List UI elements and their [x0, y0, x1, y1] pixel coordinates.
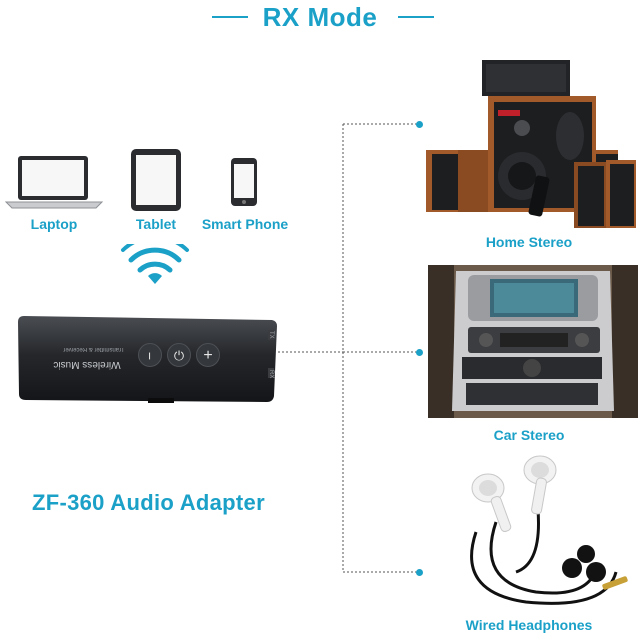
home-stereo-image	[424, 58, 638, 230]
connector-dot-headphones	[416, 569, 423, 576]
power-icon: ⏻	[173, 348, 185, 363]
headphones-image	[436, 452, 638, 612]
minus-button[interactable]: −	[138, 343, 162, 367]
header: RX Mode	[0, 0, 640, 34]
adapter-side-tx: TX	[268, 331, 274, 339]
header-line-left	[212, 16, 248, 18]
smartphone-icon	[230, 157, 258, 207]
connector-dot-car	[416, 349, 423, 356]
output-label-car-stereo: Car Stereo	[493, 427, 565, 443]
output-label-wired-headphones: Wired Headphones	[465, 617, 593, 633]
source-label-laptop: Laptop	[30, 216, 78, 232]
minus-icon: −	[142, 351, 158, 361]
plus-icon: +	[203, 347, 213, 364]
product-name: ZF-360 Audio Adapter	[32, 490, 265, 515]
source-label-tablet: Tablet	[135, 216, 177, 232]
adapter-print-main: Wireless Music	[53, 359, 121, 370]
power-button[interactable]: ⏻	[167, 343, 191, 367]
adapter-print-sub: Transmitter & Receiver	[63, 346, 125, 352]
source-label-smartphone: Smart Phone	[201, 216, 289, 232]
car-stereo-image	[428, 265, 638, 418]
header-line-right	[398, 16, 434, 18]
laptop-icon	[4, 154, 104, 210]
page-title: RX Mode	[262, 2, 378, 32]
adapter-side-rx: RX	[268, 370, 274, 379]
output-label-home-stereo: Home Stereo	[485, 234, 573, 250]
plus-button[interactable]: +	[196, 343, 220, 367]
connector-dot-home	[416, 121, 423, 128]
wireless-signal-icon	[120, 244, 190, 290]
tablet-icon	[130, 148, 182, 212]
